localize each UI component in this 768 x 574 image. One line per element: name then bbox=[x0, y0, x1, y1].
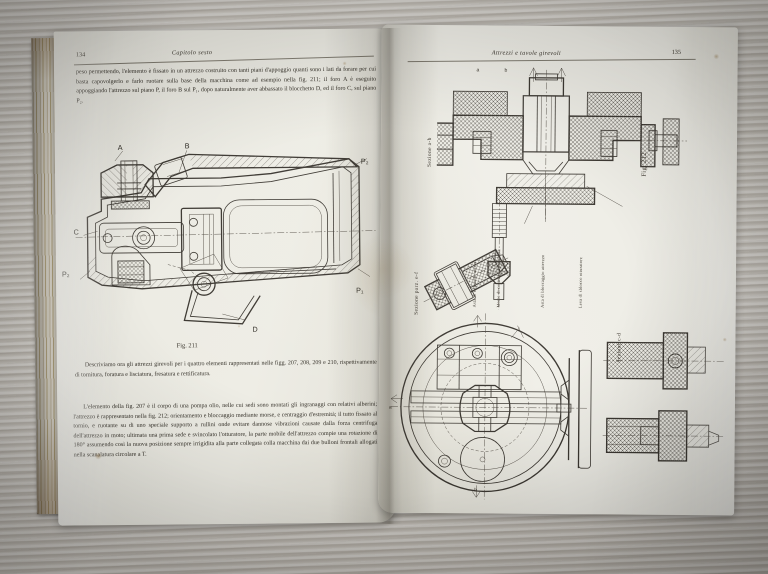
annotation-asta-bloccaggio: Asta di bloccaggio attrezzo bbox=[539, 254, 546, 308]
left-head-rule bbox=[73, 55, 374, 66]
figure-212-section-ab bbox=[436, 67, 688, 225]
left-page-content: 134 Capitolo sesto peso permettendo, l'e… bbox=[54, 28, 397, 525]
figure-211-drawing bbox=[71, 136, 383, 329]
open-book: 134 Capitolo sesto peso permettendo, l'e… bbox=[31, 24, 738, 526]
section-label-ef: Sezione parz. e-f bbox=[413, 271, 420, 315]
figure-212-stud-detail bbox=[484, 199, 515, 313]
left-paragraph-3: L'elemento della fig. 207 è il corpo di … bbox=[73, 401, 378, 459]
right-page-content: Attrezzi e tavole girevoli 135 bbox=[378, 25, 738, 516]
right-running-head: Attrezzi e tavole girevoli bbox=[491, 49, 562, 58]
section-label-ab: Sezione a-b bbox=[426, 137, 434, 168]
figure-211-callout-p3: P₂ bbox=[360, 156, 369, 166]
section-mark-b-top: b bbox=[504, 67, 508, 74]
annotation-leva-sblocco: Leva di sblocco otturatore bbox=[577, 256, 584, 309]
section-label-cd: Sezione c-d bbox=[616, 332, 623, 363]
figure-211-callout-p2: P₂ bbox=[61, 269, 70, 279]
figure-212-plan-view bbox=[390, 313, 593, 503]
section-mark-a-plan: a bbox=[388, 404, 392, 411]
figure-211-caption: Fig. 211 bbox=[176, 342, 198, 350]
annotation-asta-comando-morse: Asta di comando morse bbox=[471, 261, 478, 308]
section-mark-a-top: a bbox=[476, 67, 480, 74]
left-page-folio: 134 bbox=[75, 51, 86, 59]
figure-211-callout-a: A bbox=[117, 142, 123, 153]
right-head-rule bbox=[407, 58, 696, 63]
left-paragraph-2: Descriviamo ora gli attrezzi girevoli pe… bbox=[74, 359, 377, 379]
left-page: 134 Capitolo sesto peso permettendo, l'e… bbox=[53, 28, 397, 526]
figure-211-callout-p1: P₁ bbox=[356, 285, 364, 295]
left-paragraph-1: peso permettendo, l'elemento è fissato i… bbox=[76, 66, 377, 105]
figure-212-caption: Fig. 212 bbox=[640, 152, 648, 177]
left-running-head: Capitolo sesto bbox=[171, 49, 213, 57]
figure-211-callout-b: B bbox=[184, 141, 190, 151]
figure-211-callout-c: C bbox=[73, 227, 79, 237]
right-page-folio: 135 bbox=[671, 48, 682, 56]
right-page: Attrezzi e tavole girevoli 135 bbox=[378, 24, 738, 516]
figure-211-callout-d: D bbox=[252, 324, 258, 334]
section-mark-b-plan: b bbox=[474, 487, 478, 494]
figure-212-section-cd bbox=[602, 326, 727, 487]
